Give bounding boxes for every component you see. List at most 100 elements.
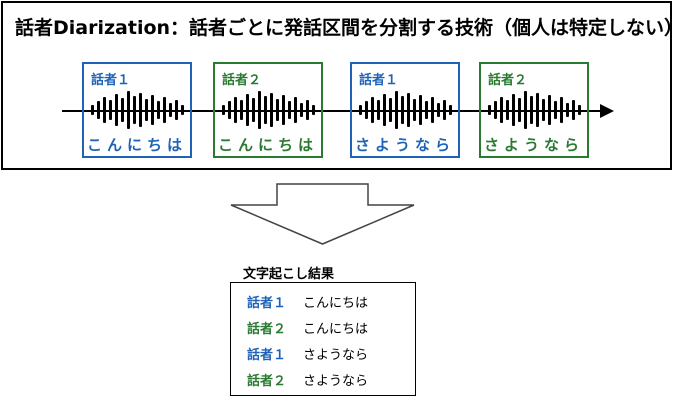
- waveform-bar: [288, 101, 291, 119]
- waveform-icon: [222, 91, 315, 129]
- waveform-bar: [246, 94, 249, 126]
- waveform-bar: [258, 91, 261, 129]
- waveform-bar: [548, 95, 551, 125]
- waveform-bar: [222, 105, 225, 115]
- waveform-bar: [425, 101, 428, 119]
- waveform-bar: [139, 93, 142, 127]
- waveform-bar: [127, 91, 130, 129]
- waveform-bar: [109, 100, 112, 120]
- segment-speaker-label: 話者２: [488, 73, 528, 88]
- transcript-text: さようなら: [303, 348, 369, 363]
- waveform-icon: [359, 91, 452, 129]
- waveform-bar: [413, 99, 416, 121]
- waveform-bar: [512, 94, 515, 126]
- waveform-bar: [506, 100, 509, 120]
- waveform-bar: [449, 105, 452, 115]
- waveform-bar: [157, 101, 160, 119]
- waveform-baseline: [481, 110, 587, 112]
- transcript-speaker: 話者２: [247, 322, 287, 337]
- segment-utterance: こんにちは: [217, 136, 318, 154]
- waveform-bar: [228, 101, 231, 119]
- down-arrow-icon: [230, 183, 415, 245]
- waveform-bar: [500, 97, 503, 123]
- waveform-bar: [389, 98, 392, 122]
- transcript-speaker: 話者２: [247, 374, 287, 389]
- transcript-speaker: 話者１: [247, 348, 287, 363]
- transcript-text: こんにちは: [303, 322, 369, 337]
- transcript-row: 話者２ さようなら: [247, 370, 368, 390]
- speech-segment-3: 話者１ さようなら: [350, 62, 460, 158]
- page-title: 話者Diarization：話者ごとに発話区間を分割する技術（個人は特定しない）: [15, 17, 675, 39]
- waveform-bar: [103, 97, 106, 123]
- waveform-bar: [240, 100, 243, 120]
- transcript-label: 文字起こし結果: [243, 267, 335, 282]
- waveform-bar: [312, 105, 315, 115]
- waveform-bar: [270, 93, 273, 127]
- segment-speaker-label: 話者２: [222, 73, 262, 88]
- waveform-bar: [264, 96, 267, 124]
- waveform-bar: [175, 100, 178, 120]
- waveform-bar: [133, 96, 136, 124]
- waveform-bar: [377, 100, 380, 120]
- waveform-bar: [300, 103, 303, 117]
- waveform-icon: [91, 91, 184, 129]
- transcript-row: 話者２ こんにちは: [247, 318, 368, 338]
- segment-speaker-label: 話者１: [91, 73, 131, 88]
- waveform-bar: [383, 94, 386, 126]
- waveform-bar: [443, 100, 446, 120]
- waveform-bar: [395, 91, 398, 129]
- speech-segment-2: 話者２ こんにちは: [213, 62, 323, 158]
- waveform-icon: [488, 91, 581, 129]
- waveform-bar: [181, 105, 184, 115]
- waveform-bar: [234, 97, 237, 123]
- waveform-bar: [121, 98, 124, 122]
- waveform-bar: [572, 100, 575, 120]
- waveform-bar: [530, 96, 533, 124]
- transcript-box: 話者１ こんにちは 話者２ こんにちは 話者１ さようなら 話者２ さようなら: [230, 282, 416, 396]
- waveform-bar: [578, 105, 581, 115]
- waveform-bar: [518, 98, 521, 122]
- waveform-bar: [431, 97, 434, 123]
- transcript-speaker: 話者１: [247, 296, 287, 311]
- waveform-bar: [145, 99, 148, 121]
- waveform-bar: [169, 103, 172, 117]
- waveform-bar: [494, 101, 497, 119]
- waveform-baseline: [84, 110, 190, 112]
- waveform-bar: [419, 95, 422, 125]
- segment-utterance: さようなら: [354, 136, 455, 154]
- timeline-axis: [62, 110, 602, 112]
- waveform-bar: [359, 105, 362, 115]
- waveform-bar: [488, 105, 491, 115]
- waveform-bar: [306, 100, 309, 120]
- waveform-bar: [282, 95, 285, 125]
- waveform-bar: [91, 105, 94, 115]
- speech-segment-4: 話者２ さようなら: [479, 62, 589, 158]
- waveform-bar: [294, 97, 297, 123]
- speech-segment-1: 話者１ こんにちは: [82, 62, 192, 158]
- waveform-bar: [365, 101, 368, 119]
- transcript-row: 話者１ こんにちは: [247, 292, 368, 312]
- transcript-text: こんにちは: [303, 296, 369, 311]
- waveform-bar: [536, 93, 539, 127]
- timeline-arrow-icon: [600, 104, 614, 118]
- segment-speaker-label: 話者１: [359, 73, 399, 88]
- waveform-bar: [524, 91, 527, 129]
- waveform-bar: [401, 96, 404, 124]
- segment-utterance: さようなら: [483, 136, 584, 154]
- waveform-bar: [276, 99, 279, 121]
- waveform-bar: [554, 101, 557, 119]
- waveform-bar: [151, 95, 154, 125]
- waveform-bar: [97, 101, 100, 119]
- waveform-bar: [115, 94, 118, 126]
- segment-utterance: こんにちは: [86, 136, 187, 154]
- waveform-baseline: [215, 110, 321, 112]
- transcript-row: 話者１ さようなら: [247, 344, 368, 364]
- waveform-bar: [163, 97, 166, 123]
- waveform-bar: [252, 98, 255, 122]
- waveform-baseline: [352, 110, 458, 112]
- waveform-bar: [371, 97, 374, 123]
- waveform-bar: [407, 93, 410, 127]
- waveform-bar: [560, 97, 563, 123]
- waveform-bar: [566, 103, 569, 117]
- transcript-text: さようなら: [303, 374, 369, 389]
